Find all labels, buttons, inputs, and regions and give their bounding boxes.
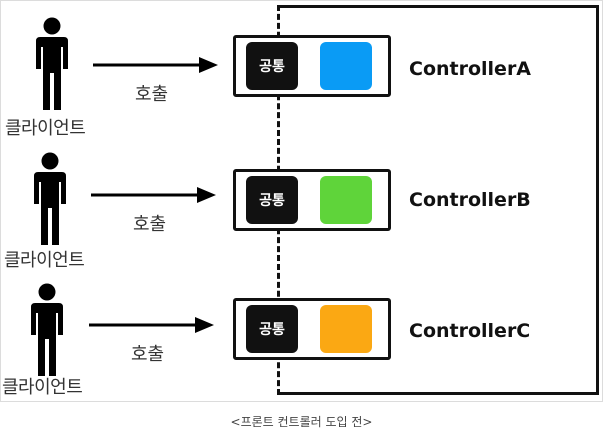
call-label: 호출: [131, 344, 165, 365]
controller-box: 공통: [233, 298, 391, 360]
client-label: 클라이언트: [2, 377, 83, 398]
arrow-right-icon: [93, 55, 219, 75]
client-person-icon: [34, 17, 70, 111]
call-label: 호출: [135, 84, 169, 105]
common-block: 공통: [246, 42, 298, 90]
controller-color-block: [320, 42, 372, 90]
diagram: 클라이언트 호출 공통 ControllerA 클라이언트 호출 공통 Cont…: [0, 0, 603, 402]
controller-label: ControllerA: [409, 58, 532, 80]
controller-color-block: [320, 305, 372, 353]
controller-box: 공통: [233, 35, 391, 97]
common-block: 공통: [246, 176, 298, 224]
client-person-icon: [32, 152, 68, 246]
call-label: 호출: [133, 214, 167, 235]
arrow-right-icon: [91, 185, 217, 205]
controller-label: ControllerB: [409, 189, 531, 211]
common-block: 공통: [246, 305, 298, 353]
arrow-right-icon: [89, 315, 215, 335]
controller-color-block: [320, 176, 372, 224]
controller-box: 공통: [233, 169, 391, 231]
client-label: 클라이언트: [5, 118, 86, 139]
client-person-icon: [29, 283, 65, 377]
client-label: 클라이언트: [4, 250, 85, 271]
controller-label: ControllerC: [409, 320, 531, 342]
figure-caption: <프론트 컨트롤러 도입 전>: [230, 415, 373, 429]
